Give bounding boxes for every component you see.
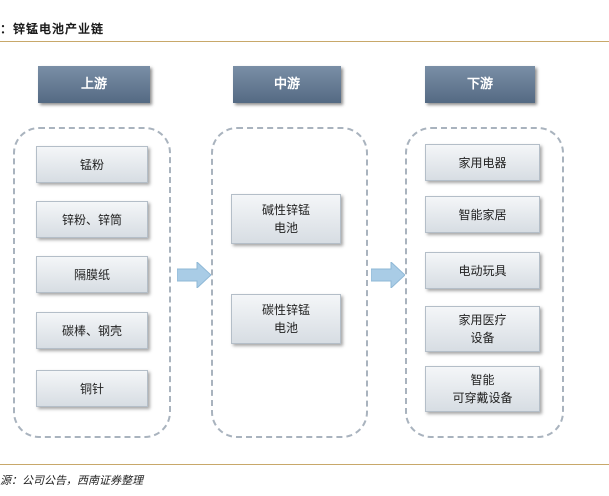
source-note: 源：公司公告，西南证券整理	[0, 474, 143, 487]
downstream-item-label: 家用电器	[458, 155, 507, 170]
downstream-item: 电动玩具	[425, 252, 540, 289]
right-arrow-icon	[371, 262, 405, 288]
top-divider	[0, 41, 609, 42]
upstream-item-label: 隔膜纸	[73, 267, 110, 282]
header-upstream: 上游	[38, 66, 150, 103]
upstream-item: 锌粉、锌筒	[36, 201, 148, 238]
upstream-item: 锰粉	[36, 146, 148, 183]
downstream-item-label: 电动玩具	[458, 263, 507, 278]
downstream-item: 智能 可穿戴设备	[425, 366, 540, 412]
upstream-item: 隔膜纸	[36, 256, 148, 293]
upstream-item: 碳棒、钢壳	[36, 312, 148, 349]
right-arrow-icon	[177, 262, 211, 288]
midstream-item-label: 碱性锌锰 电池	[261, 203, 310, 235]
downstream-item-label: 家用医疗 设备	[458, 313, 507, 345]
downstream-item-label: 智能 可穿戴设备	[452, 373, 513, 405]
upstream-item-label: 碳棒、钢壳	[61, 323, 122, 338]
downstream-item: 家用电器	[425, 144, 540, 181]
midstream-item: 碳性锌锰 电池	[231, 294, 341, 344]
midstream-item-label: 碳性锌锰 电池	[261, 303, 310, 335]
downstream-item: 智能家居	[425, 196, 540, 233]
upstream-item-label: 锰粉	[79, 157, 104, 172]
header-downstream: 下游	[425, 66, 535, 103]
group-midstream	[211, 127, 368, 438]
midstream-item: 碱性锌锰 电池	[231, 194, 341, 244]
upstream-item-label: 铜针	[79, 381, 104, 396]
header-midstream: 中游	[233, 66, 341, 103]
upstream-item: 铜针	[36, 370, 148, 407]
bottom-divider	[0, 464, 609, 465]
group-upstream	[13, 127, 171, 438]
downstream-item-label: 智能家居	[458, 207, 507, 222]
downstream-item: 家用医疗 设备	[425, 306, 540, 352]
upstream-item-label: 锌粉、锌筒	[61, 212, 122, 227]
group-downstream	[405, 127, 564, 438]
figure-title: ：锌锰电池产业链	[0, 22, 105, 36]
